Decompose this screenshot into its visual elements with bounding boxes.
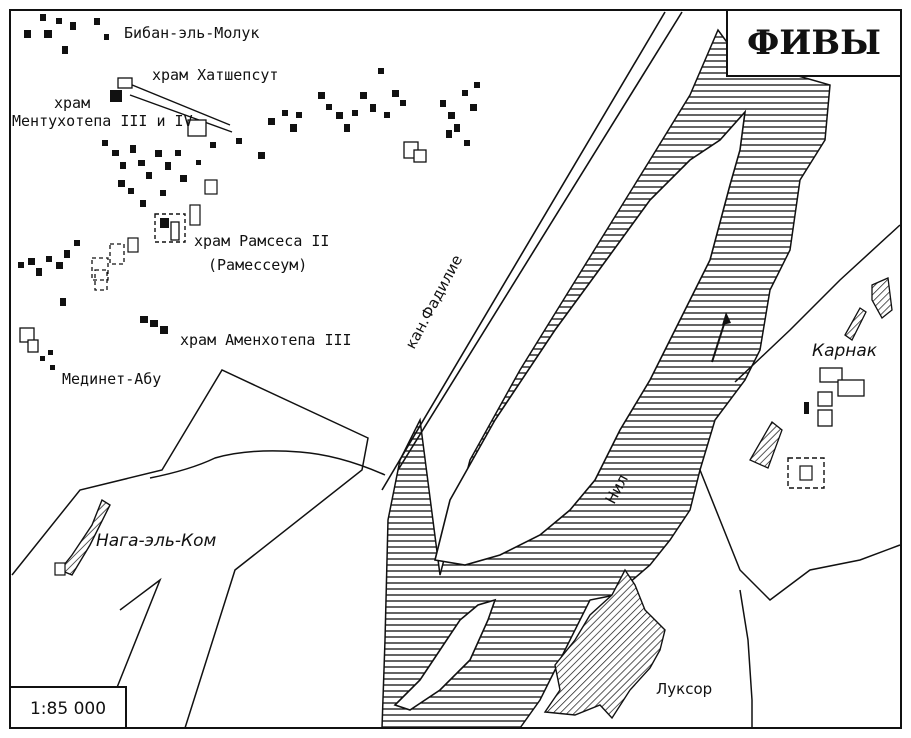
karnak-sacred-lake <box>749 421 783 469</box>
ruined-temple-3 <box>109 243 125 265</box>
naga-el-kom-mound <box>54 562 66 576</box>
hatshepsut-temple <box>110 77 233 137</box>
east-bank-south <box>739 589 753 728</box>
southern-islet <box>393 598 497 711</box>
ruined-temple-2 <box>94 269 108 291</box>
west-field-boundary <box>11 369 369 729</box>
east-bank-line <box>699 469 901 601</box>
east-road <box>734 224 901 383</box>
ruined-temple-4 <box>127 237 139 253</box>
canal-fadilie-west <box>381 11 666 491</box>
label-ramses-line1: храм Рамсеса II <box>194 232 329 250</box>
map-title: ФИВЫ <box>747 23 881 63</box>
label-naga-el-kom: Нага-эль-Ком <box>96 531 217 551</box>
central-island <box>434 109 747 566</box>
title-box <box>726 9 902 77</box>
flow-arrowhead-icon <box>722 312 731 325</box>
medinet-habu <box>19 327 55 370</box>
ramesseum <box>154 179 218 243</box>
scale-box <box>9 686 127 729</box>
village-house-2 <box>413 149 427 163</box>
karnak-marker <box>804 402 809 414</box>
west-field-line <box>109 577 162 706</box>
karnak-temple-3 <box>817 391 833 407</box>
wadi-line <box>149 450 386 479</box>
ruined-temple-1 <box>91 257 109 281</box>
label-hatshepsut: храм Хатшепсут <box>152 66 278 84</box>
canal-fadilie-east <box>397 11 683 471</box>
map-scale: 1:85 000 <box>30 699 106 719</box>
label-mentuhotep-line2: Ментухотепа III и IV <box>12 112 193 130</box>
label-ramses-line2: (Рамессеум) <box>208 256 307 274</box>
amenhotep-temple <box>140 316 168 334</box>
karnak-north-block <box>871 277 893 319</box>
karnak-temple-1 <box>819 367 843 383</box>
label-amenhotep: храм Аменхотепа III <box>180 331 352 349</box>
karnak-temple-2 <box>837 379 865 397</box>
label-medinet-habu: Мединет-Абу <box>62 370 161 388</box>
luxor-city <box>543 568 666 720</box>
karnak-wedge <box>844 307 867 341</box>
naga-el-kom-site <box>58 498 111 576</box>
karnak-temple-4 <box>817 409 833 427</box>
flow-arrow-icon <box>711 317 727 363</box>
tomb-marks <box>18 14 480 306</box>
label-luxor: Луксор <box>656 680 712 698</box>
label-mentuhotep-line1: храм <box>54 94 90 112</box>
karnak-mut-temple <box>799 465 813 481</box>
karnak-mut-precinct <box>787 457 825 489</box>
label-biban-el-muluk: Бибан-эль-Молук <box>124 24 259 42</box>
label-karnak: Карнак <box>812 341 878 361</box>
